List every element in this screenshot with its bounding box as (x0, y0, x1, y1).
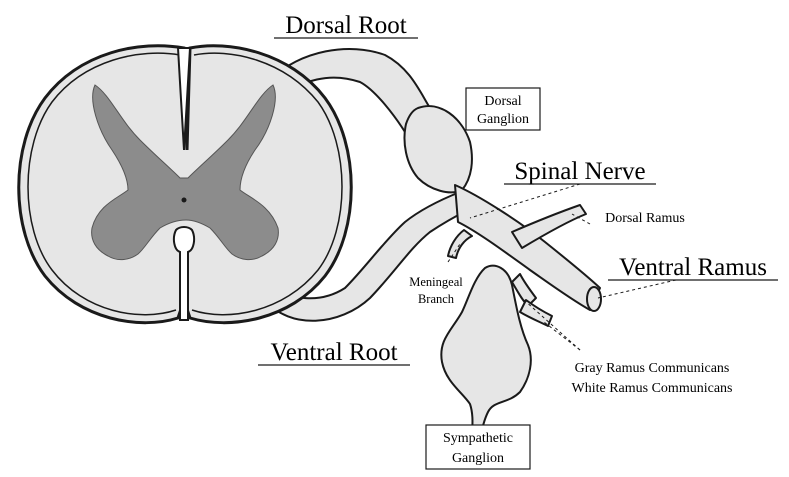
white-ramus-leader (543, 321, 581, 351)
dorsal-ramus-label: Dorsal Ramus (605, 211, 685, 226)
white-ramus-label: White Ramus Communicans (572, 381, 733, 396)
ventral-ramus-end (586, 286, 602, 312)
leader-lines (447, 183, 677, 351)
dorsal-ganglion-label-line2: Ganglion (477, 112, 529, 127)
sympathetic-ganglion-label-line1: Sympathetic (443, 431, 513, 446)
ventral-median-fissure (172, 226, 196, 321)
dorsal-root-label: Dorsal Root (285, 12, 407, 39)
meningeal-branch (447, 229, 473, 259)
dorsal-ganglion (403, 105, 473, 194)
gray-matter (91, 84, 279, 261)
meningeal-leader (447, 243, 461, 263)
meningeal-label-line1: Meningeal (409, 275, 463, 289)
spinal-nerve-label: Spinal Nerve (514, 158, 645, 185)
gray-ramus-label: Gray Ramus Communicans (575, 361, 730, 376)
white-ramus (519, 299, 553, 327)
spinal-nerve-leader (469, 183, 581, 219)
ventral-root-label: Ventral Root (270, 339, 397, 366)
gray-ramus-leader (523, 299, 581, 351)
gray-ramus (511, 273, 537, 307)
spinal-cord (17, 44, 353, 325)
sympathetic-ganglion-box (425, 424, 531, 470)
label-underlines (258, 37, 778, 366)
ventral-ramus-label: Ventral Ramus (619, 254, 767, 281)
dorsal-ganglion-label-line1: Dorsal (484, 94, 521, 109)
ventral-ramus-leader (597, 279, 677, 299)
nerve-structures (264, 48, 602, 441)
dorsal-ganglion-box (465, 87, 541, 131)
central-canal (181, 197, 187, 203)
dorsal-median-sulcus (176, 47, 192, 151)
meningeal-label-line2: Branch (418, 292, 455, 306)
dorsal-ramus (511, 204, 587, 249)
sympathetic-ganglion-label-line2: Ganglion (452, 451, 504, 466)
white-matter-inner-outline (27, 52, 343, 316)
